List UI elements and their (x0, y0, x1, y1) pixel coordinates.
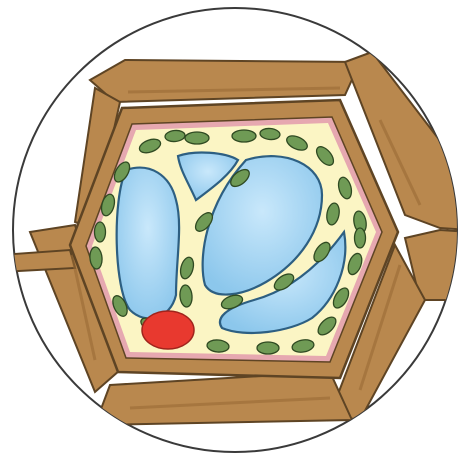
chloroplast (95, 222, 106, 242)
chloroplast (257, 342, 279, 354)
vacuole-left (117, 168, 179, 319)
chloroplast (185, 132, 209, 144)
chloroplast (355, 228, 366, 248)
chloroplast (232, 130, 256, 142)
nucleus (142, 311, 194, 349)
